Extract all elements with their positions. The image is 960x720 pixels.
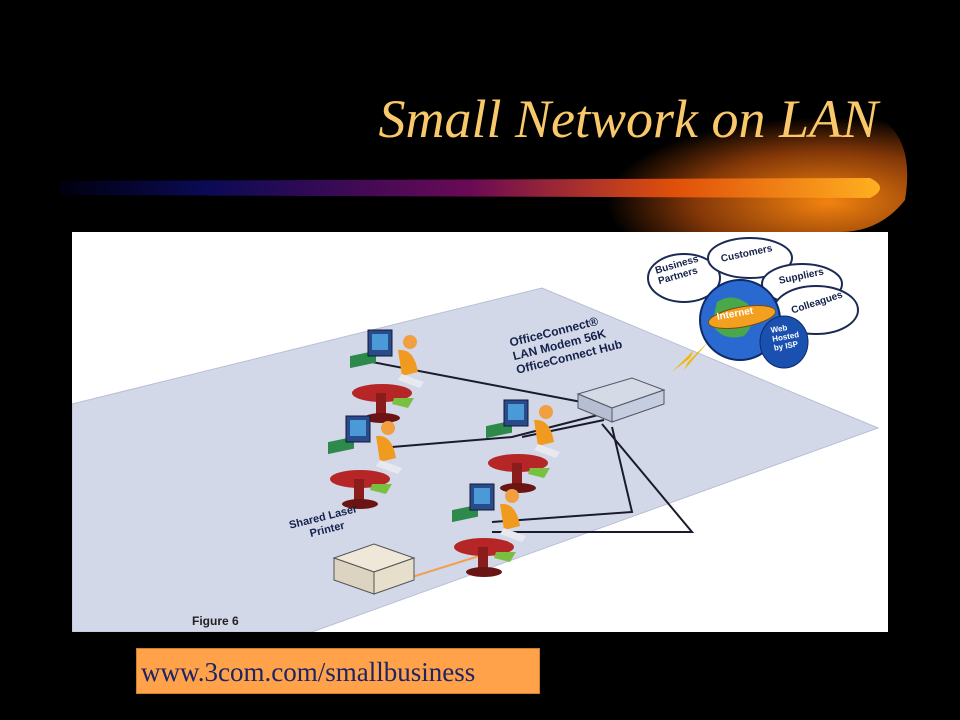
slide-title: Small Network on LAN [378, 89, 878, 149]
office-floor [72, 287, 880, 632]
figure-caption: Figure 6 [192, 614, 239, 628]
source-url-box[interactable]: www.3com.com/smallbusiness [136, 648, 540, 694]
laser-printer-icon [332, 543, 416, 595]
cloud-customers [707, 237, 793, 279]
internet-band [707, 305, 777, 329]
web-hosted-badge [759, 315, 809, 369]
officeconnect-hub-icon [576, 377, 666, 423]
diagram-drawing [72, 237, 880, 632]
web-hosted-label: Web Hosted by ISP [770, 321, 801, 352]
network-diagram: OfficeConnect® LAN Modem 56K OfficeConne… [72, 232, 888, 632]
cloud-business-partners [647, 253, 721, 303]
lightning-icon [672, 340, 710, 372]
title-swoosh [60, 111, 908, 232]
